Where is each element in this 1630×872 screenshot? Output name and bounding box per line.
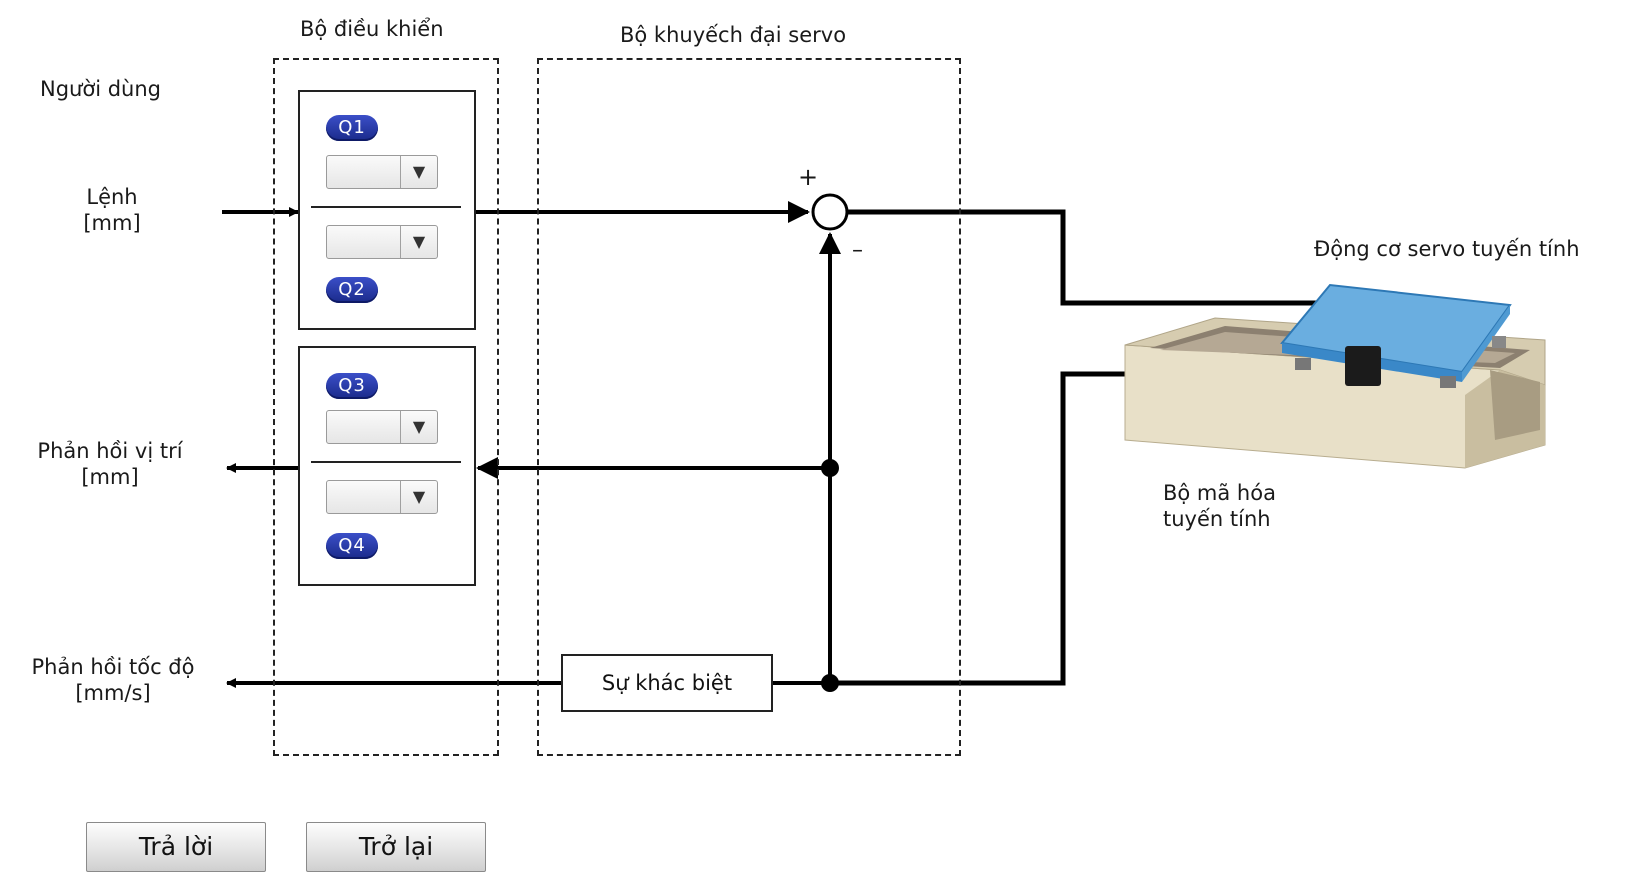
q4-badge: Q4 (326, 533, 378, 559)
speed-branch-dot (821, 674, 839, 692)
linear-servo-motor-illustration (1124, 283, 1546, 469)
position-branch-dot (821, 459, 839, 477)
user-label: Người dùng (40, 77, 161, 101)
encoder-label-line1: Bộ mã hóa (1163, 481, 1276, 505)
servo-amplifier-group (537, 58, 961, 756)
encoder-label: Bộ mã hóa tuyến tính (1163, 480, 1276, 532)
chevron-down-icon: ▼ (400, 226, 437, 258)
feedback-gain-box (298, 346, 476, 586)
controller-title: Bộ điều khiển (300, 17, 444, 41)
controller-group (273, 58, 499, 756)
minus-sign: – (852, 238, 863, 263)
answer-button[interactable]: Trả lời (86, 822, 266, 872)
command-label: Lệnh [mm] (62, 184, 162, 236)
q1-badge: Q1 (326, 115, 378, 141)
position-feedback-label: Phản hồi vị trí [mm] (10, 438, 210, 490)
encoder-label-line2: tuyến tính (1163, 507, 1271, 531)
q3-badge: Q3 (326, 373, 378, 399)
servo-amplifier-title: Bộ khuyếch đại servo (620, 23, 847, 47)
motor-label: Động cơ servo tuyến tính (1314, 237, 1580, 261)
q4-dropdown[interactable]: ▼ (326, 480, 438, 514)
chevron-down-icon: ▼ (400, 481, 437, 513)
q3-q4-fraction-bar (311, 461, 461, 463)
position-feedback-text: Phản hồi vị trí (37, 439, 183, 463)
output-to-motor-line (847, 209, 1320, 306)
position-feedback-unit: [mm] (81, 465, 139, 489)
difference-label: Sự khác biệt (601, 671, 733, 695)
q1-q2-fraction-bar (311, 206, 461, 208)
speed-feedback-label: Phản hồi tốc độ [mm/s] (8, 654, 218, 706)
speed-feedback-unit: [mm/s] (75, 681, 151, 705)
chevron-down-icon: ▼ (400, 156, 437, 188)
q1-dropdown[interactable]: ▼ (326, 155, 438, 189)
command-label-text: Lệnh (86, 185, 138, 209)
plus-sign: + (798, 163, 819, 191)
q3-dropdown[interactable]: ▼ (326, 410, 438, 444)
q2-dropdown[interactable]: ▼ (326, 225, 438, 259)
difference-block: Sự khác biệt (561, 654, 773, 712)
back-button[interactable]: Trở lại (306, 822, 486, 872)
q2-badge: Q2 (326, 277, 378, 303)
command-label-unit: [mm] (83, 211, 141, 235)
speed-feedback-text: Phản hồi tốc độ (31, 655, 195, 679)
command-gain-box (298, 90, 476, 330)
chevron-down-icon: ▼ (400, 411, 437, 443)
